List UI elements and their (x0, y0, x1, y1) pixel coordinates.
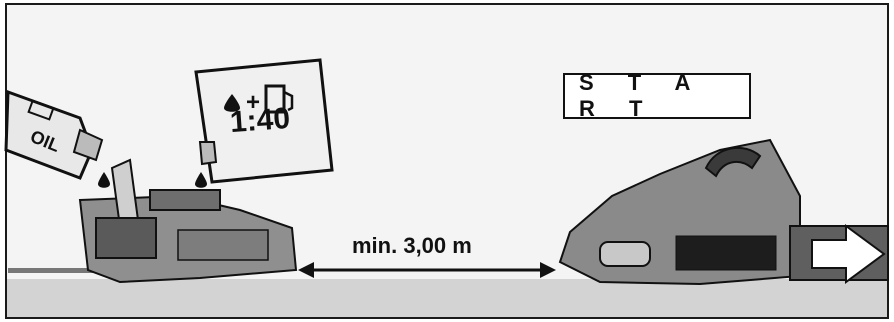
fuel-ratio-label: 1:40 (229, 102, 291, 140)
distance-label: min. 3,00 m (352, 233, 472, 259)
start-label: S T A R T (563, 73, 751, 119)
oil-drop-icon (98, 172, 110, 188)
oil-drop-icon (195, 172, 207, 188)
distance-arrow (298, 262, 556, 278)
